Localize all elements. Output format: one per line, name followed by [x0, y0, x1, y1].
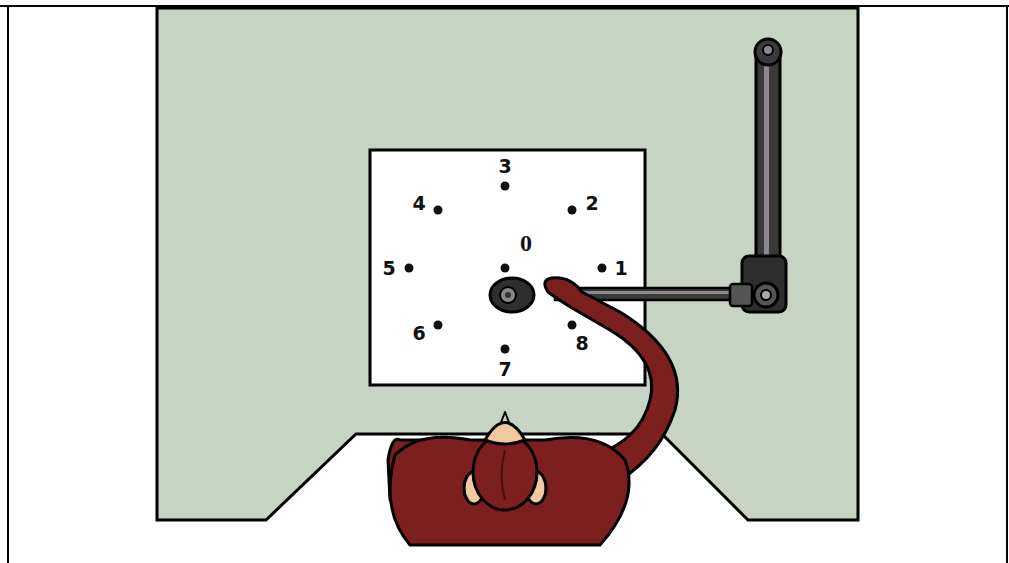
target-number: 0: [520, 231, 532, 255]
person: [388, 278, 678, 545]
target-number: 5: [382, 259, 395, 278]
robot-arm: [490, 39, 786, 312]
target-number: 8: [575, 334, 588, 353]
target-number: 7: [498, 360, 511, 379]
target-number: 6: [412, 324, 425, 343]
target-number: 4: [412, 194, 425, 213]
workspace: [370, 150, 645, 385]
target-number: 2: [585, 194, 598, 213]
frame-line: [7, 6, 9, 563]
frame-line: [1006, 6, 1008, 563]
table-top: [157, 8, 858, 520]
target-number: 1: [614, 259, 627, 278]
target-dots: [405, 182, 607, 354]
target-number: 3: [498, 157, 511, 176]
